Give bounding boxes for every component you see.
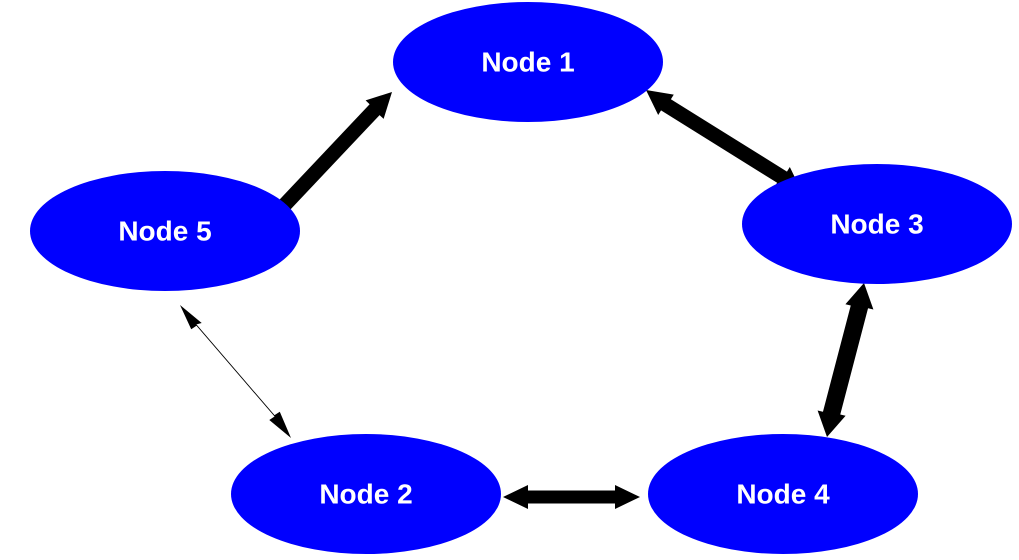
node-3-label: Node 3: [830, 209, 923, 240]
node-1-label: Node 1: [481, 47, 574, 78]
node-4[interactable]: Node 4: [648, 434, 918, 554]
node-2-shape: [231, 434, 501, 554]
node-1-shape: [393, 2, 663, 122]
arrow-node2-node4: [503, 485, 640, 509]
arrow-node1-node3: [646, 90, 802, 192]
node-3[interactable]: Node 3: [742, 164, 1012, 284]
links-group: [180, 90, 874, 509]
node-4-shape: [648, 434, 918, 554]
node-5[interactable]: Node 5: [30, 171, 300, 291]
node-5-shape: [30, 171, 300, 291]
node-5-label: Node 5: [118, 216, 211, 247]
nodes-group: Node 1 Node 3 Node 5 Node 2 Node 4: [30, 2, 1012, 554]
node-4-label: Node 4: [736, 479, 830, 510]
arrow-node5-node2: [180, 305, 291, 438]
node-1[interactable]: Node 1: [393, 2, 663, 122]
node-2[interactable]: Node 2: [231, 434, 501, 554]
arrow-node4-node3: [817, 283, 874, 437]
node-3-shape: [742, 164, 1012, 284]
arrow-node1-node5: [265, 92, 392, 225]
node-2-label: Node 2: [319, 479, 412, 510]
